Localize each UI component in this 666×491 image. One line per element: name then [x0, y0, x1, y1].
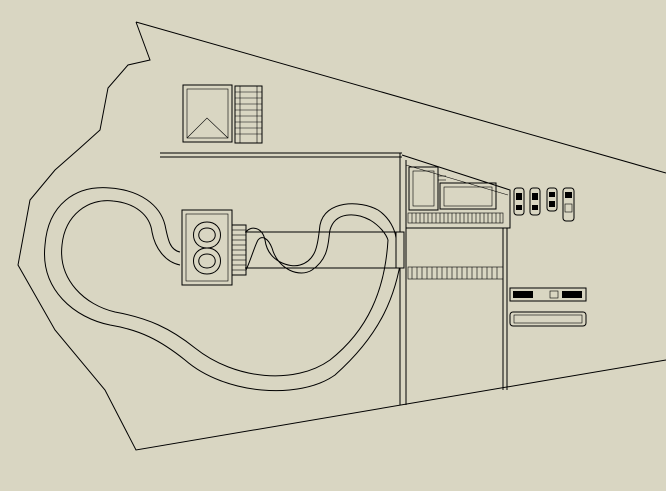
square-structure	[182, 84, 233, 143]
car-icon	[529, 187, 541, 216]
truck-icon	[509, 311, 587, 327]
access-road	[160, 152, 402, 158]
car-icon	[513, 187, 525, 216]
car-icon	[562, 187, 575, 222]
grandstand-top	[234, 85, 263, 144]
race-track-loop-inner	[61, 200, 389, 377]
main-building	[401, 154, 511, 229]
truck-icon	[509, 287, 587, 302]
grandstand-track	[231, 224, 247, 276]
parking-area	[407, 228, 508, 390]
straight-track	[245, 231, 405, 269]
car-icon	[546, 187, 558, 212]
serpentine-track-inner	[245, 214, 389, 274]
race-track-loop	[44, 187, 404, 392]
vertical-road	[399, 153, 407, 405]
figure-eight-track	[181, 209, 233, 286]
site-boundary	[17, 21, 666, 451]
serpentine-track	[245, 203, 397, 267]
